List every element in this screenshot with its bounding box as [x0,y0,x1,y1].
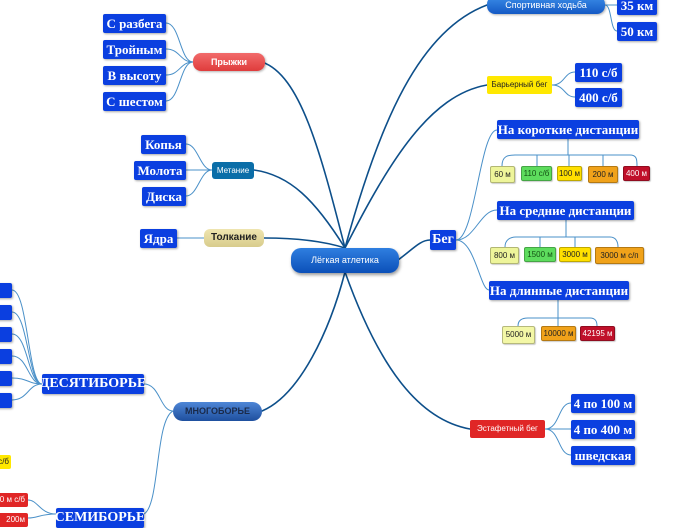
racewalk-item-35[interactable]: 35 км [617,0,657,15]
branch-shotput-label: Толкание [210,232,257,243]
racewalk-item-label: 50 км [620,24,654,39]
running-short-label: На короткие дистанции [497,122,639,137]
throwing-item-discus[interactable]: Диска [142,187,186,206]
throwing-item-label: Молота [137,163,183,178]
relay-item-label: шведская [574,448,632,463]
chip-label: 3000 м с/п [600,250,639,260]
chip-label: 10000 м [543,328,574,338]
branch-throwing-label: Метание [216,165,250,175]
racewalk-item-50[interactable]: 50 км [617,22,657,41]
short-chip-200[interactable]: 200 м [588,166,618,183]
long-chip-10000[interactable]: 10000 м [541,326,576,341]
hurdles-item-400[interactable]: 400 с/б [575,88,622,107]
heptathlon-label: СЕМИБОРЬЕ [54,510,146,525]
decathlon-event-3[interactable] [0,327,12,342]
chip-label: 110 с/б [523,168,550,178]
decathlon-event-6[interactable] [0,393,12,408]
branch-relay-label: Эстафетный бег [477,424,538,433]
long-chip-42195[interactable]: 42195 м [580,326,615,341]
chip-label: 5000 м [505,330,532,339]
running-long-label: На длинные дистанции [489,283,629,298]
relay-item-label: 4 по 100 м [573,396,633,411]
branch-multievent[interactable]: МНОГОБОРЬЕ [173,402,262,421]
running-short-node[interactable]: На короткие дистанции [497,120,639,139]
short-chip-400[interactable]: 400 м [623,166,650,181]
running-long-node[interactable]: На длинные дистанции [489,281,629,300]
relay-item-4x400[interactable]: 4 по 400 м [571,420,635,439]
shotput-item-shot[interactable]: Ядра [140,229,177,248]
jumps-item-label: С разбега [106,16,163,31]
partial-label: 200м [6,515,25,524]
center-topic[interactable]: Лёгкая атлетика [291,248,399,273]
branch-multievent-label: МНОГОБОРЬЕ [185,406,250,416]
chip-label: 42195 м [582,328,613,338]
decathlon-label: ДЕСЯТИБОРЬЕ [39,376,147,391]
racewalk-item-label: 35 км [620,0,654,13]
partial-label: с/б [0,457,9,466]
chip-label: 100 м [558,168,581,178]
jumps-item-label: В высоту [107,68,162,83]
throwing-item-hammer[interactable]: Молота [134,161,186,180]
branch-racewalk-label: Спортивная ходьба [505,0,587,10]
relay-item-label: 4 по 400 м [573,422,633,437]
jumps-item-label: Тройным [106,42,163,57]
long-chip-5000[interactable]: 5000 м [502,326,535,344]
jumps-item-high[interactable]: В высоту [103,66,166,85]
branch-jumps-label: Прыжки [210,56,248,67]
branch-running-label: Бег [432,232,454,247]
branch-jumps[interactable]: Прыжки [193,53,265,71]
multievent-partial-hurdles[interactable]: с/б [0,455,11,469]
jumps-item-running[interactable]: С разбега [103,14,166,33]
throwing-item-label: Диска [146,189,182,204]
chip-label: 1500 м [527,249,553,259]
branch-running[interactable]: Бег [430,230,456,250]
jumps-item-label: С шестом [106,94,163,109]
center-topic-label: Лёгкая атлетика [311,255,379,265]
hurdles-item-110[interactable]: 110 с/б [575,63,622,82]
middle-chip-3000[interactable]: 3000 м [559,247,591,262]
short-chip-60[interactable]: 60 м [490,166,515,183]
jumps-item-pole[interactable]: С шестом [103,92,166,111]
heptathlon-node[interactable]: СЕМИБОРЬЕ [54,508,146,528]
middle-chip-3000sc[interactable]: 3000 м с/п [595,247,644,264]
chip-label: 800 м [493,250,516,260]
heptathlon-partial-hurdles[interactable]: 0 м с/б [0,493,28,507]
relay-item-4x100[interactable]: 4 по 100 м [571,394,635,413]
chip-label: 60 м [494,169,511,179]
branch-shotput[interactable]: Толкание [204,229,264,247]
decathlon-event-1[interactable] [0,283,12,298]
branch-hurdles[interactable]: Барьерный бег [487,76,552,94]
jumps-item-triple[interactable]: Тройным [103,40,166,59]
branch-relay[interactable]: Эстафетный бег [470,420,545,438]
relay-item-swedish[interactable]: шведская [571,446,635,465]
running-middle-node[interactable]: На средние дистанции [497,201,634,220]
throwing-item-label: Копья [145,137,182,152]
short-chip-110h[interactable]: 110 с/б [521,166,552,181]
throwing-item-javelin[interactable]: Копья [141,135,186,154]
middle-chip-1500[interactable]: 1500 м [524,247,556,262]
heptathlon-partial-200m[interactable]: 200м [0,513,28,527]
chip-label: 400 м [625,168,648,178]
chip-label: 3000 м [562,249,588,259]
decathlon-event-5[interactable] [0,371,12,386]
decathlon-event-2[interactable] [0,305,12,320]
running-middle-label: На средние дистанции [499,203,632,218]
short-chip-100[interactable]: 100 м [557,166,582,181]
branch-racewalk[interactable]: Спортивная ходьба [487,0,605,14]
hurdles-item-label: 400 с/б [579,90,618,105]
chip-label: 200 м [592,169,614,179]
branch-throwing[interactable]: Метание [212,162,254,179]
decathlon-event-4[interactable] [0,349,12,364]
branch-hurdles-label: Барьерный бег [491,80,548,89]
hurdles-item-label: 110 с/б [579,65,618,80]
middle-chip-800[interactable]: 800 м [490,247,519,264]
shotput-item-label: Ядра [143,231,174,246]
partial-label: 0 м с/б [0,495,25,504]
decathlon-node[interactable]: ДЕСЯТИБОРЬЕ [39,374,147,394]
